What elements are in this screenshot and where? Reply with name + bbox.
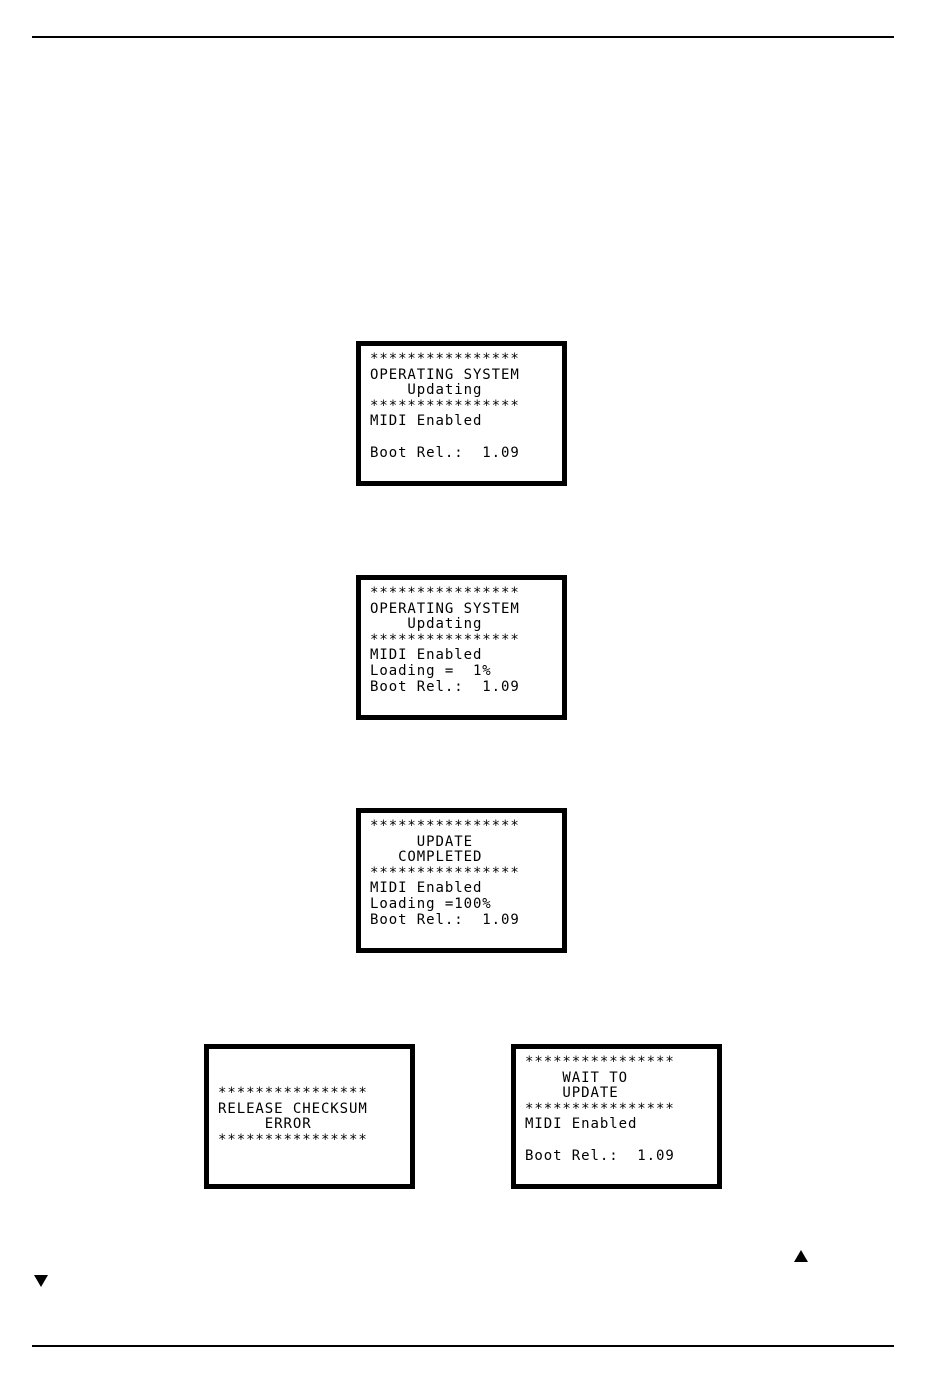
lcd-line: UPDATE [525, 1085, 619, 1102]
lcd-line: **************** [525, 1054, 675, 1070]
lcd-line: MIDI Enabled [370, 647, 483, 664]
lcd-line: WAIT TO [525, 1069, 628, 1086]
lcd-line: Updating [370, 382, 483, 399]
lcd-line: **************** [525, 1100, 675, 1117]
lcd-line: Boot Rel.: 1.09 [370, 911, 520, 928]
lcd-line: **************** [218, 1085, 368, 1102]
lcd-line: **************** [370, 351, 520, 367]
header-rule [32, 36, 894, 38]
lcd-line: Updating [370, 616, 483, 633]
lcd-line: Loading =100% [370, 895, 492, 912]
lcd-line: Boot Rel.: 1.09 [525, 1147, 675, 1164]
lcd-line: Boot Rel.: 1.09 [370, 444, 520, 461]
lcd-line: Loading = 1% [370, 662, 492, 679]
lcd-line: COMPLETED [370, 849, 483, 866]
lcd-line: **************** [370, 864, 520, 881]
lcd-line: ERROR [218, 1116, 312, 1133]
lcd-line [525, 1133, 675, 1149]
lcd-line: OPERATING SYSTEM [370, 366, 520, 383]
lcd-display-loading: **************** OPERATING SYSTEM Updati… [356, 575, 567, 720]
lcd-line: UPDATE [370, 833, 473, 850]
lcd-line [370, 430, 520, 446]
lcd-display-os-updating: **************** OPERATING SYSTEM Updati… [356, 341, 567, 486]
lcd-text: **************** WAIT TO UPDATE ********… [525, 1054, 675, 1164]
lcd-text: **************** RELEASE CHECKSUM ERROR … [218, 1055, 368, 1164]
lcd-line: **************** [370, 818, 520, 834]
lcd-line: Boot Rel.: 1.09 [370, 678, 520, 695]
lcd-text: **************** UPDATE COMPLETED ******… [370, 818, 520, 928]
lcd-display-checksum-error: **************** RELEASE CHECKSUM ERROR … [204, 1044, 415, 1189]
lcd-line: **************** [370, 631, 520, 648]
lcd-line [218, 1055, 368, 1071]
lcd-line: MIDI Enabled [370, 880, 483, 897]
lcd-line: **************** [218, 1131, 368, 1148]
up-triangle-icon [794, 1250, 808, 1262]
lcd-display-wait-to-update: **************** WAIT TO UPDATE ********… [511, 1044, 722, 1189]
lcd-line: MIDI Enabled [525, 1116, 638, 1133]
lcd-display-update-completed: **************** UPDATE COMPLETED ******… [356, 808, 567, 953]
lcd-text: **************** OPERATING SYSTEM Updati… [370, 585, 520, 695]
lcd-line: RELEASE CHECKSUM [218, 1100, 368, 1117]
down-triangle-icon [34, 1275, 48, 1287]
footer-rule [32, 1345, 894, 1347]
lcd-text: **************** OPERATING SYSTEM Updati… [370, 351, 520, 461]
lcd-line: OPERATING SYSTEM [370, 600, 520, 617]
lcd-line: **************** [370, 397, 520, 414]
lcd-line: **************** [370, 585, 520, 601]
lcd-line [218, 1149, 368, 1165]
lcd-line: MIDI Enabled [370, 413, 483, 430]
lcd-line [218, 1071, 368, 1087]
